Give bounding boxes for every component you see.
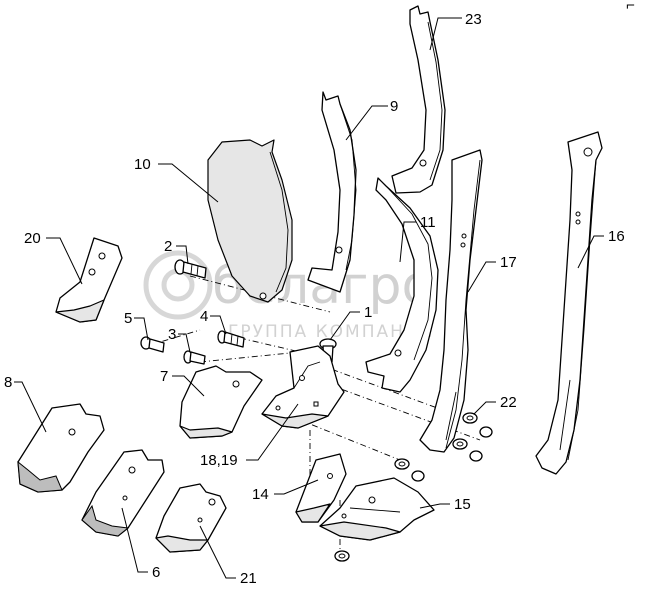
part-9-curved-blade: [307, 91, 357, 293]
part-4-bolt: [217, 330, 245, 348]
callout-16: 16: [608, 228, 625, 245]
callout-14: 14: [252, 486, 269, 503]
part-16-shank: [535, 131, 603, 475]
callout-11: 11: [420, 214, 436, 231]
part-22-nuts: [334, 412, 493, 562]
callout-labels: 23 9 10 11 16 17 20 2 1 5 4 3 7 8 22 18,…: [4, 11, 625, 587]
part-2-bolt: [174, 259, 207, 279]
callout-6: 6: [152, 564, 160, 581]
callout-15: 15: [454, 496, 471, 513]
part-18-19-bracket: [261, 345, 345, 429]
callout-17: 17: [500, 254, 517, 271]
part-3-bolt: [183, 350, 206, 365]
part-14-narrow-share: [295, 453, 347, 523]
hole: [419, 159, 427, 167]
callout-3: 3: [168, 326, 176, 343]
callout-22: 22: [500, 394, 517, 411]
leader-lines: [14, 17, 604, 579]
callout-7: 7: [160, 368, 168, 385]
watermark-tagline: ГРУППА КОМПАНИЙ: [228, 320, 434, 342]
callout-8: 8: [4, 374, 12, 391]
callout-9: 9: [390, 98, 398, 115]
part-23-upper-shank: [391, 5, 446, 194]
callout-2: 2: [164, 238, 172, 255]
part-8-hardfaced-tip: [17, 403, 105, 493]
callout-20: 20: [24, 230, 41, 247]
callout-4: 4: [200, 308, 208, 325]
part-5-bolt: [140, 336, 165, 353]
part-15-wide-share: [319, 477, 435, 541]
callout-23: 23: [465, 11, 482, 28]
corner-mark: ⌐: [626, 0, 635, 14]
callout-18-19: 18,19: [200, 452, 238, 469]
part-6-hardfaced-tip: [81, 449, 165, 537]
part-10-moldboard: [207, 139, 293, 303]
assembly-axis-lines: [149, 275, 481, 550]
callout-1: 1: [364, 304, 372, 321]
part-7-share-tip: [179, 365, 263, 439]
part-21-share-tip: [155, 483, 227, 553]
callout-5: 5: [124, 310, 132, 327]
part-20-wear-pad: [55, 237, 123, 323]
callout-10: 10: [134, 156, 151, 173]
part-17-shank: [419, 149, 483, 453]
callout-21: 21: [240, 570, 257, 587]
part-11-curved-deflector: [365, 177, 439, 393]
